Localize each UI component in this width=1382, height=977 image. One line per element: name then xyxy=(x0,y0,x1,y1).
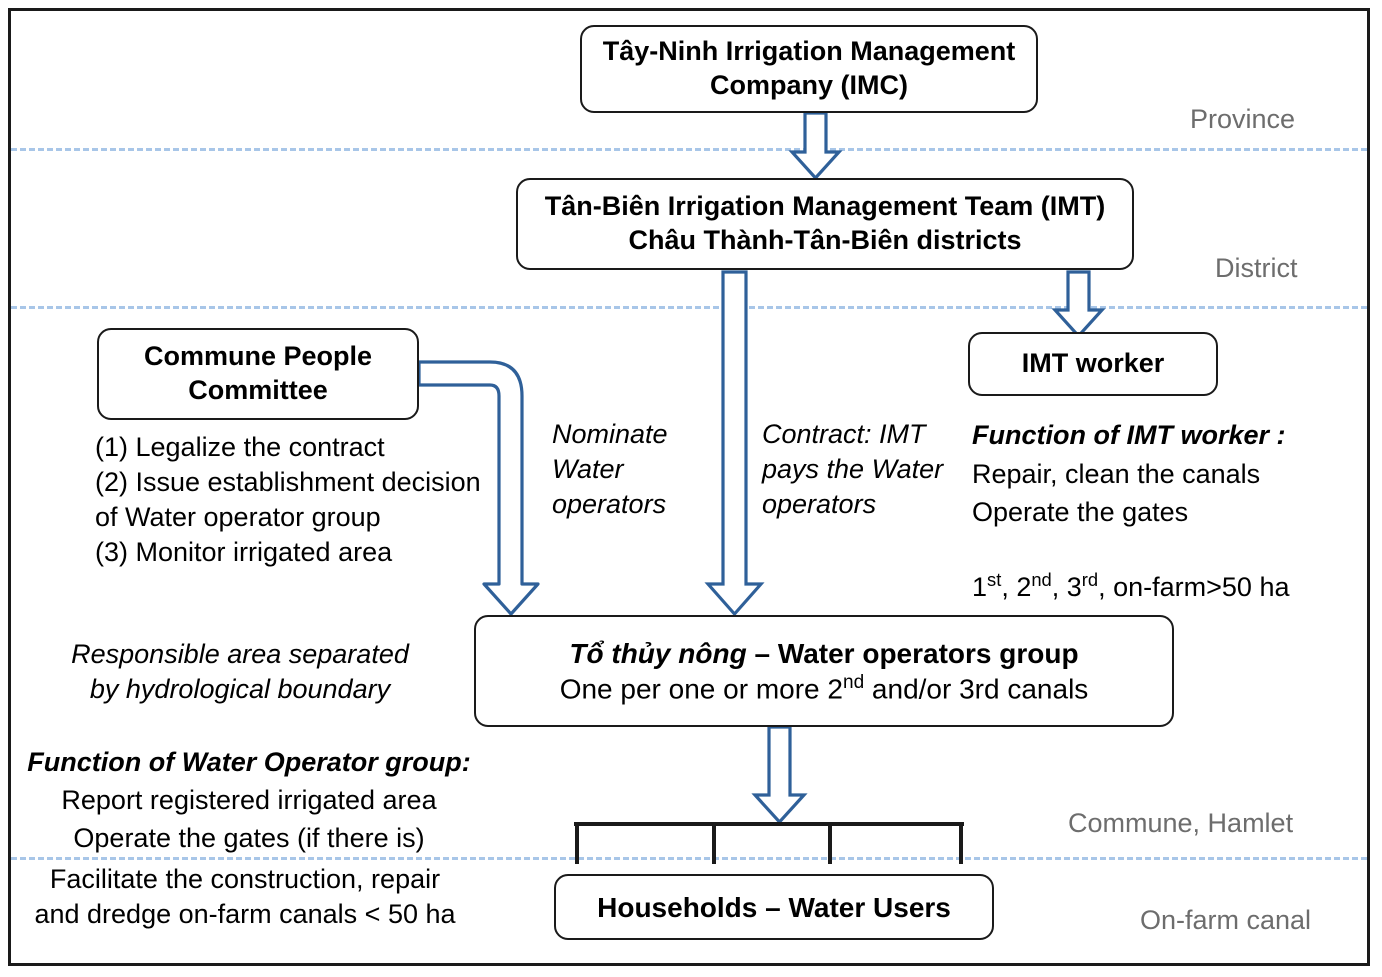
node-commune-people-committee[interactable]: Commune People Committee xyxy=(97,328,419,420)
node-imt[interactable]: Tân-Biên Irrigation Management Team (IMT… xyxy=(516,178,1134,270)
level-label-commune-hamlet: Commune, Hamlet xyxy=(1068,808,1294,838)
level-divider-district-commune xyxy=(11,306,1367,309)
node-imc[interactable]: Tây-Ninh Irrigation Management Company (… xyxy=(580,25,1038,113)
water-operator-group-function-line3: Facilitate the construction, repair and … xyxy=(34,864,456,930)
imt-worker-function-line3: 1st, 2nd, 3rd, on-farm>50 ha xyxy=(972,533,1290,605)
water-operator-group-function-line1: Report registered irrigated area xyxy=(61,785,437,815)
canal-order-2: , 2 xyxy=(1001,572,1032,603)
arrow-imt-to-imt-worker xyxy=(1051,270,1106,339)
node-imc-line1: Tây-Ninh Irrigation Management xyxy=(602,36,1016,67)
canal-order-onfarm: , on-farm>50 ha xyxy=(1098,572,1290,603)
node-households[interactable]: Households – Water Users xyxy=(554,874,994,940)
canal-order-3: , 3 xyxy=(1051,572,1082,603)
canal-order-2-sup: nd xyxy=(1031,569,1052,591)
wog-l2-sup: nd xyxy=(842,671,865,693)
node-water-operators-group-line1: Tổ thủy nông – Water operators group xyxy=(569,636,1078,671)
wog-l2-b: and/or 3rd canals xyxy=(864,673,1089,705)
level-label-on-farm-canal: On-farm canal xyxy=(1140,905,1312,935)
level-label-district: District xyxy=(1215,253,1298,283)
node-commune-people-committee-line1: Commune People xyxy=(143,341,373,372)
commune-committee-duties: (1) Legalize the contract (2) Issue esta… xyxy=(95,432,481,568)
label-nominate-water-operators: Nominate Water operators xyxy=(552,419,668,520)
node-imt-worker[interactable]: IMT worker xyxy=(968,332,1218,396)
node-households-line1: Households – Water Users xyxy=(597,891,951,923)
arrow-imt-to-water-operators-group xyxy=(704,270,765,617)
canal-order-3-sup: rd xyxy=(1081,569,1099,591)
node-water-operators-group[interactable]: Tổ thủy nông – Water operators group One… xyxy=(474,615,1174,727)
arrow-water-operators-group-to-households xyxy=(751,725,808,825)
imt-worker-function-line1: Repair, clean the canals xyxy=(972,459,1261,489)
level-label-province: Province xyxy=(1190,104,1296,134)
arrow-imc-to-imt xyxy=(788,111,843,181)
node-imt-worker-line1: IMT worker xyxy=(1021,348,1165,379)
level-divider-commune-onfarm xyxy=(11,857,1367,860)
node-water-operators-group-line2: One per one or more 2nd and/or 3rd canal… xyxy=(560,671,1089,706)
label-contract-imt-pays: Contract: IMT pays the Water operators xyxy=(762,419,944,520)
canal-order-1-sup: st xyxy=(987,569,1002,591)
label-responsible-area: Responsible area separated by hydrologic… xyxy=(71,639,409,705)
wog-l2-a: One per one or more 2 xyxy=(559,673,843,705)
node-imt-line2: Châu Thành-Tân-Biên districts xyxy=(628,225,1022,255)
node-imc-line2: Company (IMC) xyxy=(710,70,908,100)
water-operator-group-function-title: Function of Water Operator group: xyxy=(27,747,471,777)
canal-order-1: 1 xyxy=(972,572,988,603)
level-divider-province-district xyxy=(11,148,1367,151)
imt-worker-function-title: Function of IMT worker : xyxy=(972,420,1286,450)
imt-worker-function-line2: Operate the gates xyxy=(972,497,1189,527)
node-imt-line1: Tân-Biên Irrigation Management Team (IMT… xyxy=(544,191,1106,222)
node-water-operators-group-english: – Water operators group xyxy=(746,637,1079,669)
node-commune-people-committee-line2: Committee xyxy=(188,375,328,405)
node-water-operators-group-vietnamese: Tổ thủy nông xyxy=(569,637,747,669)
water-operator-group-function-line2: Operate the gates (if there is) xyxy=(73,823,425,853)
